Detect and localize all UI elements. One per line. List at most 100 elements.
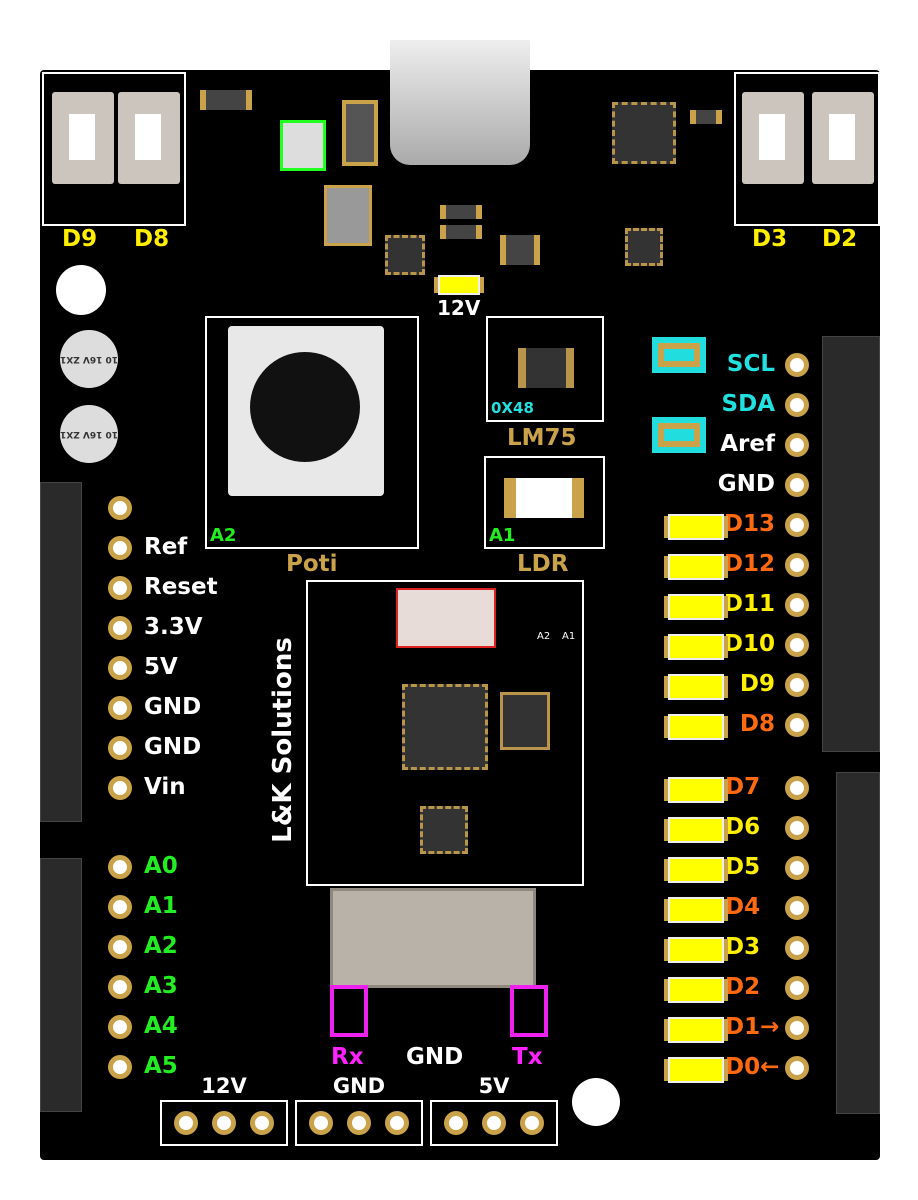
ldr-label: LDR — [517, 551, 569, 577]
pin-label: D11 — [723, 591, 775, 617]
smd-resistor — [440, 205, 482, 219]
power-pin[interactable] — [520, 1111, 544, 1135]
power-pin[interactable] — [444, 1111, 468, 1135]
rx-pad — [330, 985, 368, 1037]
right-header-bottom — [836, 772, 880, 1114]
indicator-led — [668, 857, 724, 883]
lm75-address: 0X48 — [491, 399, 534, 417]
analog-pin-label: A1 — [144, 893, 178, 919]
indicator-led — [668, 714, 724, 740]
analog-pin[interactable] — [108, 935, 132, 959]
ldr-sensor — [504, 478, 584, 518]
analog-pin-label: A0 — [144, 853, 178, 879]
power-pin[interactable] — [250, 1111, 274, 1135]
analog-pin-label: A4 — [144, 1013, 178, 1039]
capacitor-text: 10 16V ZX1 — [59, 354, 118, 364]
i2c-jumper[interactable] — [652, 417, 706, 453]
power-led-12v — [438, 275, 480, 295]
left-header-analog — [40, 858, 82, 1112]
smd-resistor — [500, 235, 540, 265]
uart-connector[interactable] — [330, 888, 536, 988]
header-pin[interactable] — [785, 1056, 809, 1080]
header-pin[interactable] — [785, 816, 809, 840]
power-pin[interactable] — [385, 1111, 409, 1135]
power-header-box — [160, 1100, 288, 1146]
indicator-led — [668, 674, 724, 700]
indicator-led — [668, 1057, 724, 1083]
power-header-label: 12V — [201, 1074, 247, 1098]
usb-c-connector — [390, 40, 530, 165]
button-label-d2: D2 — [822, 226, 858, 252]
header-pin[interactable] — [785, 976, 809, 1000]
button-d3[interactable] — [742, 92, 804, 184]
header-pin[interactable] — [785, 936, 809, 960]
pin-label: 5V — [144, 654, 178, 680]
header-pin[interactable] — [108, 656, 132, 680]
button-d8[interactable] — [118, 92, 180, 184]
analog-pin[interactable] — [108, 1015, 132, 1039]
power-pin[interactable] — [482, 1111, 506, 1135]
analog-pin[interactable] — [108, 1055, 132, 1079]
header-pin[interactable] — [108, 576, 132, 600]
header-pin[interactable] — [785, 473, 809, 497]
smd-resistor — [440, 225, 482, 239]
i2c-jumper[interactable] — [652, 337, 706, 373]
pin-label: SDA — [721, 391, 775, 417]
power-pin[interactable] — [309, 1111, 333, 1135]
header-pin[interactable] — [108, 616, 132, 640]
header-pin[interactable] — [108, 736, 132, 760]
power-led-green — [280, 120, 326, 171]
ldr-box — [484, 456, 605, 549]
analog-pin[interactable] — [108, 975, 132, 999]
analog-pin[interactable] — [108, 855, 132, 879]
header-pin[interactable] — [785, 776, 809, 800]
header-pin[interactable] — [785, 593, 809, 617]
pin-label: SCL — [726, 351, 775, 377]
mounting-hole — [56, 265, 106, 315]
reset-button[interactable] — [396, 588, 496, 648]
header-pin[interactable] — [785, 713, 809, 737]
pin-label: D10 — [723, 631, 775, 657]
button-label-d3: D3 — [752, 226, 788, 252]
button-d2[interactable] — [812, 92, 874, 184]
header-pin[interactable] — [108, 496, 132, 520]
power-pin[interactable] — [347, 1111, 371, 1135]
analog-pin[interactable] — [108, 895, 132, 919]
header-pin[interactable] — [108, 696, 132, 720]
indicator-led — [668, 937, 724, 963]
header-pin[interactable] — [785, 553, 809, 577]
pin-label: D5 — [725, 854, 761, 880]
indicator-led — [668, 897, 724, 923]
pin-label: D9 — [739, 671, 775, 697]
header-pin[interactable] — [108, 536, 132, 560]
power-pin[interactable] — [212, 1111, 236, 1135]
header-pin[interactable] — [785, 896, 809, 920]
power-header-label: 5V — [478, 1074, 510, 1098]
button-box-left — [42, 72, 186, 226]
header-pin[interactable] — [785, 1016, 809, 1040]
potentiometer-knob[interactable] — [250, 352, 360, 462]
pin-label: Aref — [720, 431, 775, 457]
power-led-label: 12V — [437, 296, 481, 320]
power-pin[interactable] — [174, 1111, 198, 1135]
analog-pin-label: A5 — [144, 1053, 178, 1079]
header-pin[interactable] — [785, 673, 809, 697]
rx-label: Rx — [331, 1044, 364, 1070]
header-pin[interactable] — [785, 513, 809, 537]
header-pin[interactable] — [785, 856, 809, 880]
indicator-led — [668, 594, 724, 620]
pin-label: D13 — [723, 511, 775, 537]
poti-box — [205, 316, 419, 549]
crystal — [342, 100, 378, 166]
header-pin[interactable] — [785, 633, 809, 657]
pin-label: D7 — [725, 774, 761, 800]
right-header-top — [822, 336, 880, 752]
brand-label: L&K Solutions — [268, 637, 298, 843]
button-d9[interactable] — [52, 92, 114, 184]
lm75-chip — [518, 348, 574, 388]
header-pin[interactable] — [108, 776, 132, 800]
header-pin[interactable] — [785, 433, 809, 457]
header-pin[interactable] — [785, 353, 809, 377]
header-pin[interactable] — [785, 393, 809, 417]
indicator-led — [668, 514, 724, 540]
